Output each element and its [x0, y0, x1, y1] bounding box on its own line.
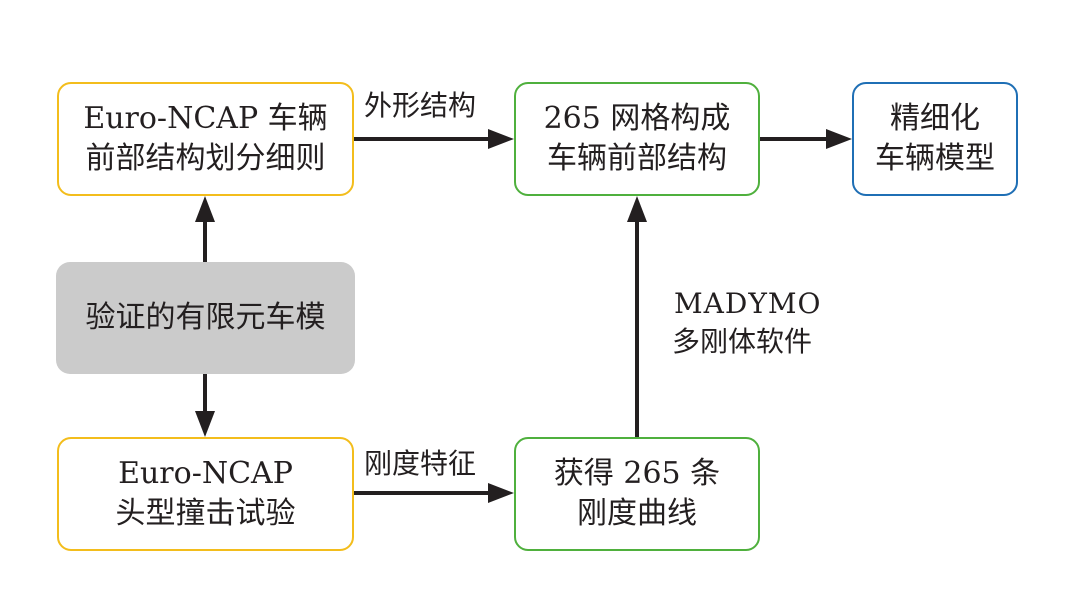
edge-label-multibody-software: 多刚体软件 — [672, 325, 813, 358]
node-text-line: 头型撞击试验 — [115, 496, 296, 531]
arrowhead-mesh-to-refined — [826, 129, 852, 149]
node-text-line: 265 网格构成 — [543, 101, 731, 136]
node-text-line: 获得 265 条 — [553, 456, 721, 491]
arrowhead-headform-to-stiffness — [488, 483, 514, 503]
node-text-line: 前部结构划分细则 — [85, 141, 326, 176]
edge-label-stiffness-feature: 刚度特征 — [364, 447, 477, 480]
arrowhead-rules-to-mesh — [488, 129, 514, 149]
arrowhead-validated-to-headform — [195, 411, 215, 437]
node-headform-test: Euro-NCAP 头型撞击试验 — [57, 437, 354, 551]
node-mesh-265: 265 网格构成 车辆前部结构 — [514, 82, 760, 196]
node-text-line: 车辆模型 — [875, 141, 995, 176]
node-validated-fe-model: 验证的有限元车模 — [56, 262, 355, 374]
arrowhead-stiffness-to-mesh — [627, 196, 647, 222]
node-text-line: 车辆前部结构 — [547, 141, 727, 176]
edge-label-shape-structure: 外形结构 — [364, 89, 477, 122]
node-euro-ncap-rules: Euro-NCAP 车辆 前部结构划分细则 — [57, 82, 354, 196]
node-text-line: 精细化 — [890, 101, 980, 136]
node-stiffness-curves: 获得 265 条 刚度曲线 — [514, 437, 760, 551]
arrowhead-validated-to-rules — [195, 196, 215, 222]
node-text-line: Euro-NCAP 车辆 — [83, 101, 328, 136]
edge-label-madymo: MADYMO — [674, 287, 822, 320]
node-text-line: 验证的有限元车模 — [85, 300, 326, 335]
node-refined-model: 精细化 车辆模型 — [852, 82, 1018, 196]
node-text-line: 刚度曲线 — [577, 496, 697, 531]
node-text-line: Euro-NCAP — [118, 456, 293, 491]
